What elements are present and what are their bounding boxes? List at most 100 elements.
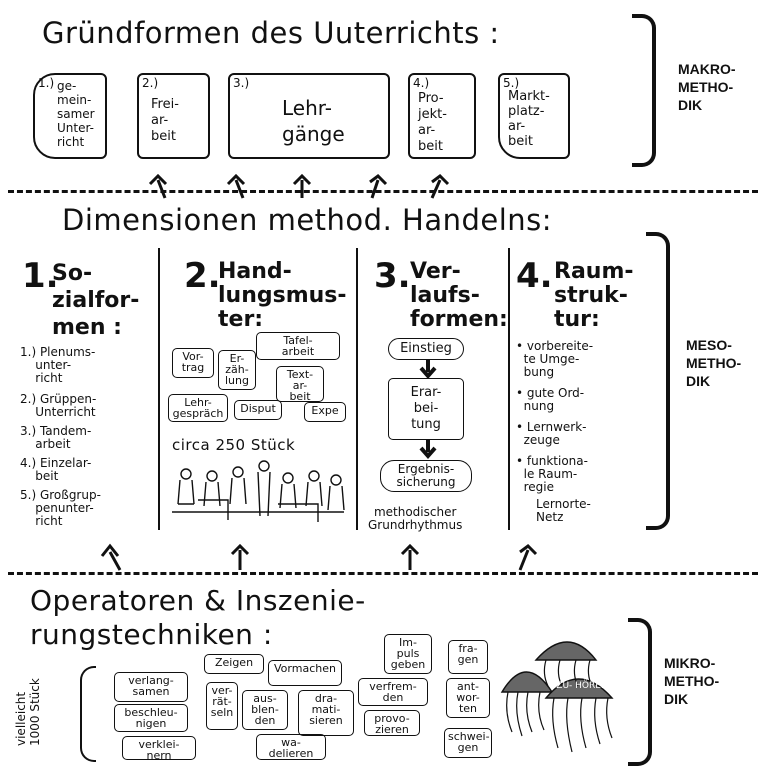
makro-box-1-text: ge- mein- samer Unter- richt [57, 79, 95, 149]
makro-title: Gründformen des Uuterrichts : [42, 16, 500, 50]
person-head [232, 466, 244, 478]
person-head [282, 472, 294, 484]
meso-col-1-num: 1. [22, 256, 59, 296]
person-head [330, 474, 342, 486]
card-antworten: ant- wor- ten [446, 678, 490, 718]
divider-bottom [8, 572, 758, 575]
jellyfish-label: ZU- HÖREN [556, 680, 607, 691]
card-impuls-geben: Im- puls geben [384, 634, 432, 674]
meso-col-1-list: 1.) Plenums- unter- richt 2.) Grüppen- U… [20, 346, 154, 528]
card-vortrag: Vor- trag [172, 348, 214, 378]
meso-col-3-num: 3. [374, 256, 411, 296]
meso-col-1-item: 4.) Einzelar- beit [20, 456, 92, 483]
card-textarbeit: Text- ar- beit [276, 366, 324, 402]
card-verraetseln: ver- rät- seln [206, 682, 238, 730]
makro-box-4: 4.) Pro- jekt- ar- beit [408, 73, 476, 159]
meso-col-1-item: 2.) Grüppen- Unterricht [20, 392, 97, 419]
meso-col-4-item: • vorbereite- te Umge- bung [516, 339, 594, 379]
meso-col-4: 4. Raum- struk- tur: • vorbereite- te Um… [512, 254, 642, 530]
jellyfish-sketch: ZU- HÖREN [500, 641, 614, 753]
step-erarbeitung: Erar- bei- tung [388, 378, 464, 440]
card-zeigen: Zeigen [204, 654, 264, 674]
card-ausblenden: aus- blen- den [242, 690, 288, 730]
meso-col-3-heading: Ver- laufs- formen: [410, 259, 508, 332]
up-arrow-9 [518, 544, 538, 571]
card-tafelarbeit: Tafel- arbeit [256, 332, 340, 360]
makro-box-4-num: 4.) [413, 76, 430, 90]
makro-box-3-text: Lehr- gänge [282, 96, 345, 146]
makro-box-5: 5.) Markt- platz- ar- beit [498, 73, 570, 159]
meso-col-3-footer: methodischer Grundrhythmus [368, 505, 463, 532]
meso-col-2: 2. Hand- lungsmus- ter: Tafel- arbeit Vo… [162, 254, 352, 530]
mikro-count-brace [80, 666, 96, 762]
mikro-title: Operatoren & Inszenie- rungstechniken : [30, 584, 366, 651]
meso-col-4-list: • vorbereite- te Umge- bung • gute Ord- … [516, 340, 593, 494]
step-ergebnissicherung: Ergebnis- sicherung [380, 460, 472, 492]
person-head [258, 460, 270, 472]
up-arrow-1 [148, 173, 168, 199]
up-arrow-7 [230, 543, 250, 570]
meso-col-4-item: • Lernwerk- zeuge [516, 420, 587, 447]
card-experiment: Expe [304, 402, 346, 422]
meso-divider-3 [508, 248, 510, 530]
meso-col-2-num: 2. [184, 256, 221, 296]
makro-box-2: 2.) Frei- ar- beit [137, 73, 210, 159]
person-head [180, 468, 192, 480]
card-erzaehlung: Er- zäh- lung [218, 350, 256, 390]
card-provozieren: provo- zieren [364, 710, 420, 736]
meso-col-4-item: • gute Ord- nung [516, 386, 585, 413]
up-arrow-2 [226, 173, 246, 199]
jellyfish-body [534, 641, 598, 661]
makro-box-1-num: 1.) [38, 76, 55, 90]
meso-divider-2 [356, 248, 358, 530]
makro-label: MAKRO- METHO- DIK [678, 61, 736, 113]
mikro-label: MIKRO- METHO- DIK [664, 655, 720, 707]
meso-col-4-num: 4. [516, 256, 553, 296]
card-wadelieren: wa- delieren [256, 734, 326, 760]
meso-brace [646, 232, 670, 530]
card-verlangsamen: verlang- samen [114, 672, 188, 702]
makro-box-5-text: Markt- platz- ar- beit [508, 89, 550, 149]
card-vormachen: Vormachen [268, 660, 342, 686]
meso-col-1-heading: So- zialfor- men : [52, 261, 140, 340]
makro-box-2-num: 2.) [142, 76, 159, 90]
card-verkleinern: verklei- nern [122, 736, 196, 761]
makro-arrows [148, 173, 450, 199]
meso-col-3: 3. Ver- laufs- formen: Einstieg Erar- be… [360, 254, 508, 534]
card-lehrgespraech: Lehr- gespräch [168, 394, 228, 422]
classroom-sketch [172, 460, 345, 522]
makro-box-3-num: 3.) [233, 76, 250, 90]
meso-col-2-heading: Hand- lungsmus- ter: [218, 259, 347, 332]
up-arrow-6 [100, 543, 122, 571]
makro-box-5-num: 5.) [503, 76, 520, 90]
card-disput: Disput [234, 400, 282, 420]
divider-top [8, 190, 758, 193]
card-verfremden: verfrem- den [358, 678, 428, 706]
step-einstieg: Einstieg [388, 338, 464, 360]
meso-col-1-item: 5.) Großgrup- penunter- richt [20, 488, 101, 528]
up-arrow-3 [292, 173, 312, 198]
makro-box-4-text: Pro- jekt- ar- beit [418, 91, 447, 154]
meso-label: MESO- METHO- DIK [686, 337, 742, 389]
meso-col-1-item: 3.) Tandem- arbeit [20, 424, 92, 451]
meso-arrows [100, 543, 538, 571]
down-arrow-icon [419, 360, 437, 380]
mikro-count: vielleicht 1000 Stück [14, 678, 42, 746]
card-fragen: fra- gen [448, 640, 488, 674]
card-schweigen: schwei- gen [444, 728, 492, 758]
makro-box-3: 3.) Lehr- gänge [228, 73, 390, 159]
person-head [206, 470, 218, 482]
jellyfish-body [544, 678, 614, 699]
makro-brace [632, 14, 656, 167]
meso-col-1-item: 1.) Plenums- unter- richt [20, 345, 96, 385]
makro-box-2-text: Frei- ar- beit [151, 97, 179, 144]
up-arrow-4 [369, 174, 388, 199]
makro-box-1: 1.) ge- mein- samer Unter- richt [33, 73, 107, 159]
meso-title: Dimensionen method. Handelns: [62, 203, 553, 237]
up-arrow-8 [400, 543, 420, 570]
meso-col-4-heading: Raum- struk- tur: [554, 259, 634, 332]
down-arrow-icon [419, 440, 437, 460]
up-arrow-5 [430, 174, 450, 199]
meso-col-2-count: circa 250 Stück [172, 436, 296, 454]
person-head [308, 470, 320, 482]
